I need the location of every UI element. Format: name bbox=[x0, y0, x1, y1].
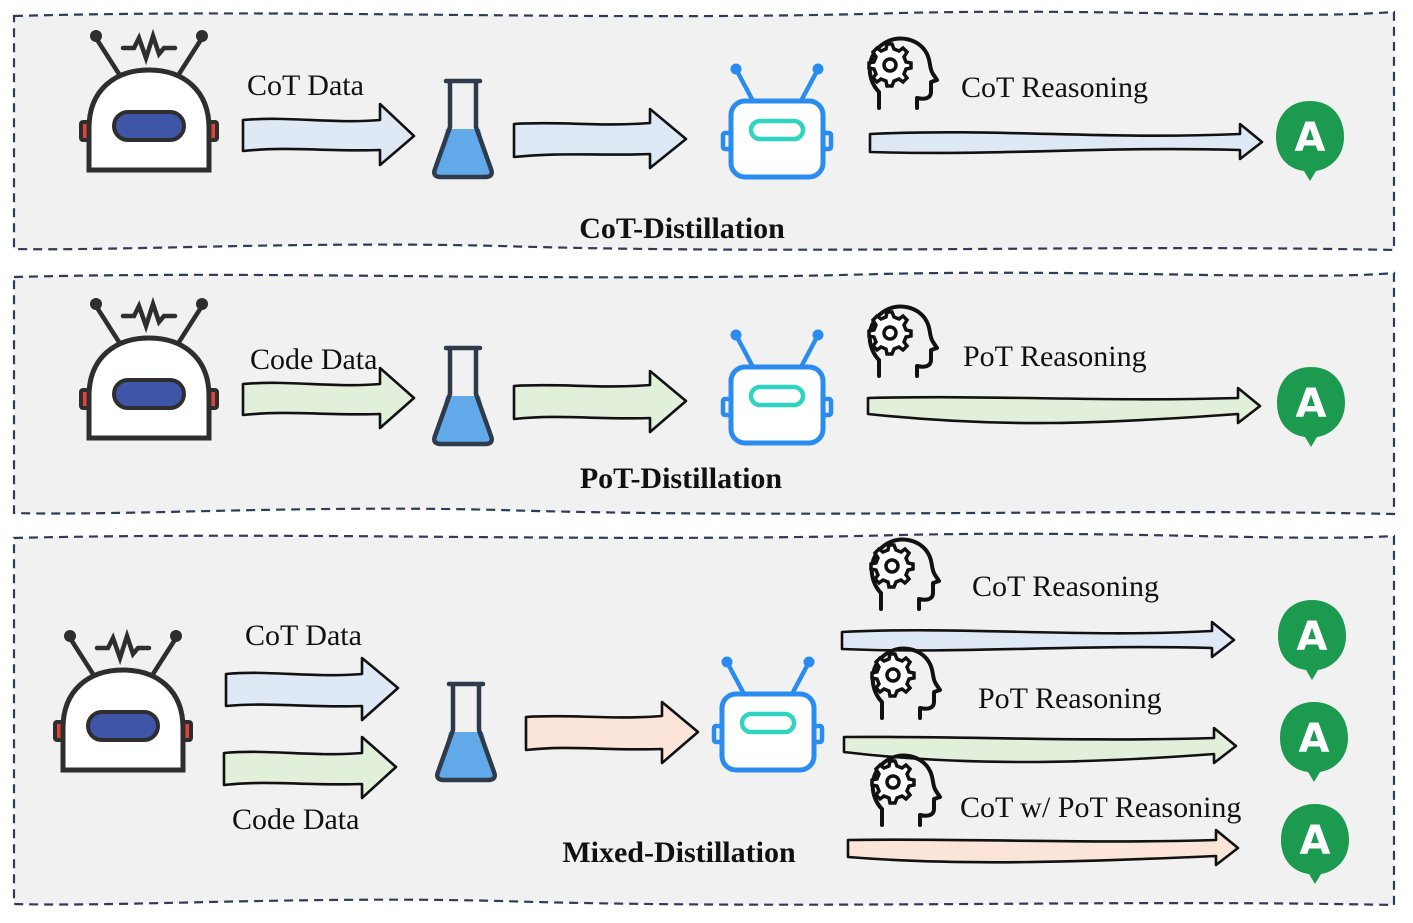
panel-title: CoT-Distillation bbox=[579, 212, 785, 245]
input-label: Code Data bbox=[250, 343, 377, 376]
transfer-arrow bbox=[512, 369, 688, 434]
transfer-arrow bbox=[524, 700, 700, 765]
output-arrow-pot bbox=[842, 726, 1238, 765]
output-label-pot: PoT Reasoning bbox=[978, 682, 1162, 715]
panel-mixed-distillation: CoT Data Code Data CoT Reasoning PoT Rea… bbox=[12, 532, 1396, 907]
panel-border bbox=[12, 10, 1396, 252]
panel-title: PoT-Distillation bbox=[580, 462, 783, 495]
input-arrow bbox=[241, 102, 416, 167]
output-label-mixed: CoT w/ PoT Reasoning bbox=[960, 791, 1241, 824]
input-arrow-code bbox=[222, 735, 398, 800]
panel-border bbox=[12, 271, 1396, 516]
output-label: CoT Reasoning bbox=[961, 71, 1148, 104]
input-arrow bbox=[241, 366, 416, 430]
panel-pot-distillation: Code Data PoT Reasoning PoT-Distillation bbox=[12, 271, 1396, 516]
output-arrow-cot bbox=[840, 620, 1236, 659]
output-arrow-mixed bbox=[846, 828, 1240, 867]
input-label: CoT Data bbox=[247, 69, 364, 102]
panel-cot-distillation: CoT Data CoT Reasoning CoT-Distillation bbox=[12, 10, 1396, 252]
output-label-cot: CoT Reasoning bbox=[972, 570, 1159, 603]
output-arrow bbox=[868, 122, 1264, 161]
panel-title: Mixed-Distillation bbox=[562, 836, 796, 869]
input-label-cot: CoT Data bbox=[245, 619, 362, 652]
output-arrow bbox=[866, 386, 1262, 425]
panel-border bbox=[12, 532, 1396, 907]
transfer-arrow bbox=[512, 107, 688, 170]
input-arrow-cot bbox=[224, 656, 400, 722]
output-label: PoT Reasoning bbox=[963, 340, 1147, 373]
input-label-code: Code Data bbox=[232, 803, 359, 836]
